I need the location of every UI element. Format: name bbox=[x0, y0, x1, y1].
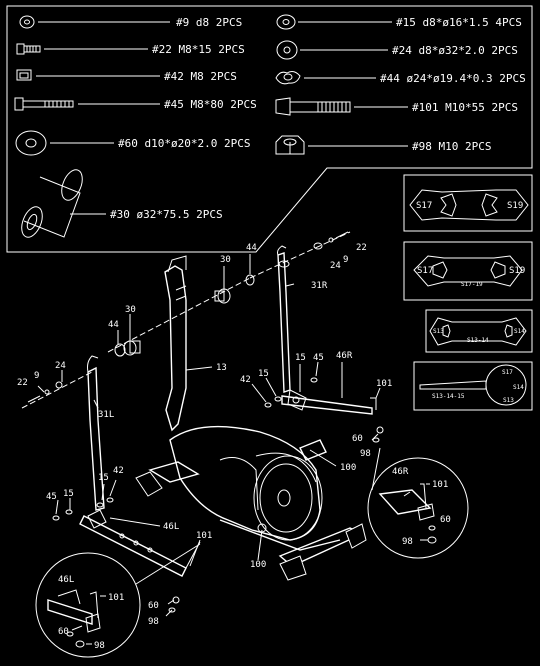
detail-right-101: 101 bbox=[432, 480, 448, 490]
hw-22-label: #22 M8*15 2PCS bbox=[152, 43, 245, 56]
callout-31R: 31R bbox=[311, 281, 328, 291]
wrench2-center-label: S17-19 bbox=[461, 281, 483, 288]
callout-9: 9 bbox=[343, 255, 348, 265]
callout-42-left: 42 bbox=[113, 466, 124, 476]
main-frame bbox=[135, 425, 367, 581]
callout-100-right: 100 bbox=[340, 463, 356, 473]
wrench4-center-label: S13-14-15 bbox=[432, 393, 465, 400]
hw-45-label: #45 M8*80 2PCS bbox=[164, 98, 257, 111]
callout-22-left: 22 bbox=[17, 378, 28, 388]
detail-right-60: 60 bbox=[440, 515, 451, 525]
hw-24-label: #24 d8*ø32*2.0 2PCS bbox=[392, 44, 518, 57]
wrench1-right-label: S19 bbox=[507, 201, 523, 211]
wrench-tool-4: S17 S14 S13 S13-14-15 bbox=[413, 361, 533, 411]
callout-15-right-b: 15 bbox=[295, 353, 306, 363]
leader-lines bbox=[37, 254, 381, 617]
hw-9-label: #9 d8 2PCS bbox=[176, 16, 242, 29]
callout-60-left: 60 bbox=[148, 601, 159, 611]
callout-24-left: 24 bbox=[55, 361, 66, 371]
wrench4-b-label: S14 bbox=[513, 384, 524, 391]
nut-98-icon bbox=[275, 135, 305, 155]
callout-22: 22 bbox=[356, 243, 367, 253]
callout-15-left-b: 15 bbox=[98, 473, 109, 483]
washer-9-icon bbox=[19, 15, 35, 29]
hw-42-label: #42 M8 2PCS bbox=[164, 70, 237, 83]
detail-left-60: 60 bbox=[58, 627, 69, 637]
bolt-22-icon bbox=[16, 43, 41, 55]
callout-98-left: 98 bbox=[148, 617, 159, 627]
callout-31L: 31L bbox=[98, 410, 114, 420]
detail-circle-46L: 46L 101 60 98 bbox=[35, 543, 201, 658]
wave-washer-44-icon bbox=[275, 71, 301, 85]
hw-15-label: #15 d8*ø16*1.5 4PCS bbox=[396, 16, 522, 29]
hw-44-label: #44 ø24*ø19.4*0.3 2PCS bbox=[380, 72, 526, 85]
callout-13: 13 bbox=[216, 363, 227, 373]
wrench2-left-label: S17 bbox=[417, 266, 433, 276]
hw-60-label: #60 d10*ø20*2.0 2PCS bbox=[118, 137, 250, 150]
washer-24-icon bbox=[276, 40, 298, 60]
hw-101-label: #101 M10*55 2PCS bbox=[412, 101, 518, 114]
callout-45-right: 45 bbox=[313, 353, 324, 363]
wrench3-right-label: S14 bbox=[514, 328, 525, 335]
callout-44-left: 44 bbox=[108, 320, 119, 330]
pedal-arm-46L bbox=[79, 509, 187, 577]
callout-15-right: 15 bbox=[258, 369, 269, 379]
callout-101-right: 101 bbox=[376, 379, 392, 389]
callout-100-left: 100 bbox=[250, 560, 266, 570]
handlebar-31R bbox=[277, 245, 291, 393]
callout-98-right: 98 bbox=[360, 449, 371, 459]
detail-right-98: 98 bbox=[402, 537, 413, 547]
wrench2-right-label: S19 bbox=[509, 266, 525, 276]
wrench4-a-label: S17 bbox=[502, 369, 513, 376]
washer-15-icon bbox=[276, 14, 296, 30]
left-side-hardware bbox=[52, 377, 384, 613]
callout-9-left: 9 bbox=[34, 371, 39, 381]
detail-right-title: 46R bbox=[392, 467, 409, 477]
bolt-101-icon bbox=[275, 97, 351, 116]
detail-circle-46R: 46R 101 60 98 bbox=[367, 447, 469, 559]
wrench-tool-1: S17 S19 bbox=[403, 174, 533, 232]
hardware-box bbox=[6, 5, 533, 253]
wrench-tool-2: S17 S19 S17-19 bbox=[403, 241, 533, 301]
wrench3-center-label: S13-14 bbox=[467, 337, 489, 344]
callout-24: 24 bbox=[330, 261, 341, 271]
bolt-45-icon bbox=[14, 97, 74, 111]
bushing-30-icon bbox=[21, 169, 83, 238]
detail-left-title: 46L bbox=[58, 575, 74, 585]
callout-44: 44 bbox=[246, 243, 257, 253]
callout-46R: 46R bbox=[336, 351, 353, 361]
callout-46L: 46L bbox=[163, 522, 179, 532]
callout-60-right: 60 bbox=[352, 434, 363, 444]
callout-42-right: 42 bbox=[240, 375, 251, 385]
nut-42-icon bbox=[16, 69, 32, 81]
wrench-tool-3: S13 S14 S13-14 bbox=[425, 309, 533, 353]
washer-60-icon bbox=[15, 130, 47, 156]
callout-15-left: 15 bbox=[63, 489, 74, 499]
hw-98-label: #98 M10 2PCS bbox=[412, 140, 491, 153]
callout-30: 30 bbox=[220, 255, 231, 265]
wrench3-left-label: S13 bbox=[433, 328, 444, 335]
wrench4-c-label: S13 bbox=[503, 397, 514, 404]
pedal-arm-46R bbox=[281, 389, 377, 415]
callout-101-left: 101 bbox=[196, 531, 212, 541]
handlebar-31L bbox=[87, 355, 105, 511]
hw-30-label: #30 ø32*75.5 2PCS bbox=[110, 208, 223, 221]
wrench1-left-label: S17 bbox=[416, 201, 432, 211]
callout-45-left: 45 bbox=[46, 492, 57, 502]
detail-left-101: 101 bbox=[108, 593, 124, 603]
detail-left-98: 98 bbox=[94, 641, 105, 651]
upright-post-13 bbox=[164, 255, 187, 432]
callout-30-left: 30 bbox=[125, 305, 136, 315]
